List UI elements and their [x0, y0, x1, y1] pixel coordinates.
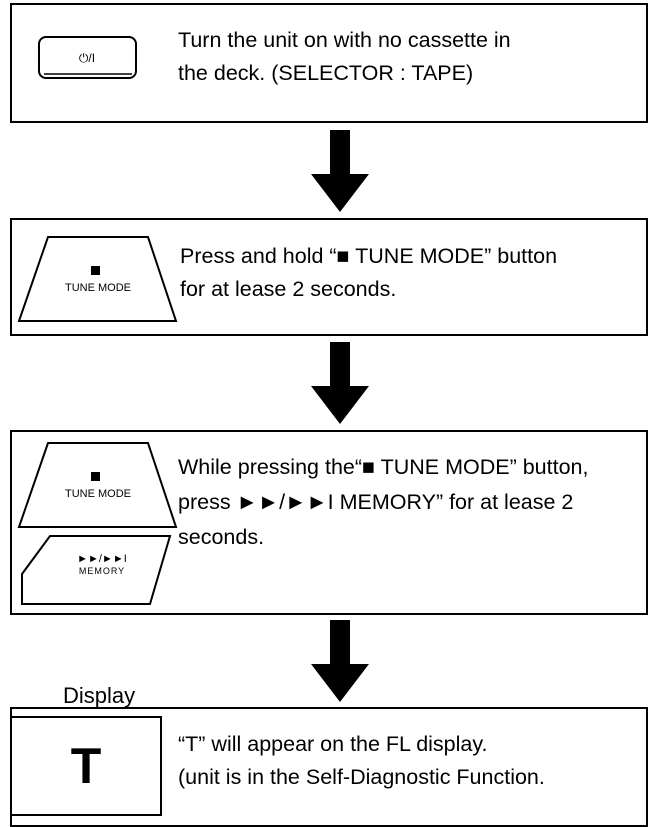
power-button-label: ⏻/I: [79, 51, 95, 65]
step-1-line-1: Turn the unit on with no cassette in: [178, 28, 511, 52]
step-3-line-1: While pressing the“■ TUNE MODE” button,: [178, 455, 589, 479]
display-character: T: [70, 738, 102, 794]
tune-mode-button-icon: TUNE MODE: [17, 442, 178, 528]
step-3-line-2: press ►►/►►I MEMORY” for at lease 2: [178, 490, 574, 514]
tune-mode-button-label: TUNE MODE: [65, 488, 131, 500]
memory-button-icon: ►►/►►I MEMORY: [21, 535, 172, 605]
memory-button-label-top: ►►/►►I: [77, 553, 127, 565]
down-arrow-icon: [311, 620, 369, 702]
step-3-text: While pressing the“■ TUNE MODE” button, …: [178, 450, 588, 555]
step-4-line-1: “T” will appear on the FL display.: [178, 732, 488, 756]
step-1-line-2: the deck. (SELECTOR : TAPE): [178, 61, 474, 85]
step-2-text: Press and hold “■ TUNE MODE” button for …: [180, 240, 557, 306]
display-title: Display: [63, 683, 136, 708]
step-2-line-2: for at lease 2 seconds.: [180, 277, 397, 301]
fl-display: T: [10, 716, 162, 816]
tune-mode-button-icon: TUNE MODE: [17, 236, 178, 322]
power-button-icon: ⏻/I: [38, 36, 137, 79]
tune-mode-button-label: TUNE MODE: [65, 282, 131, 294]
down-arrow-icon: [311, 130, 369, 212]
step-3-line-3: seconds.: [178, 525, 265, 549]
step-2-line-1: Press and hold “■ TUNE MODE” button: [180, 244, 558, 268]
step-4-line-2: (unit is in the Self-Diagnostic Function…: [178, 765, 545, 789]
down-arrow-icon: [311, 342, 369, 424]
step-1-text: Turn the unit on with no cassette in the…: [178, 24, 511, 90]
step-4-text: “T” will appear on the FL display. (unit…: [178, 728, 545, 794]
memory-button-label-bottom: MEMORY: [79, 566, 125, 576]
